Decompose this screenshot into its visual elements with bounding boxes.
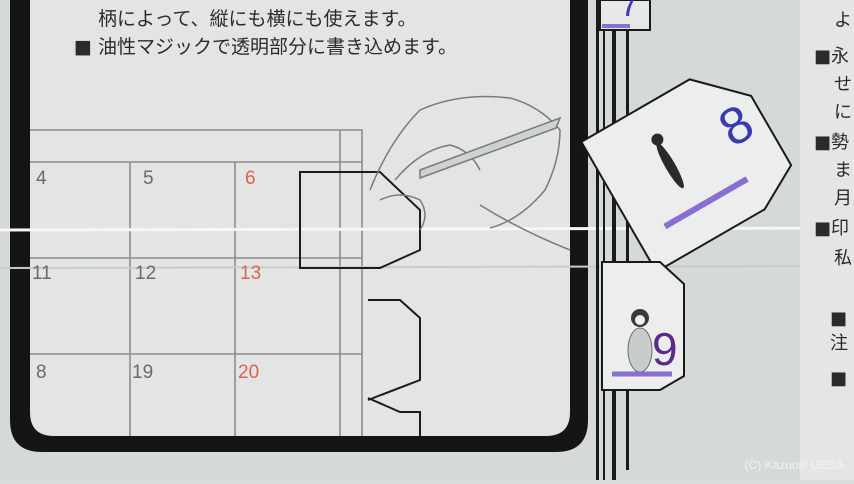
calendar-day: 19: [132, 362, 154, 383]
instruction-line-2: ■ 油性マジックで透明部分に書き込めます。: [74, 36, 458, 58]
right-text: ■注: [830, 308, 848, 354]
calendar-day: 4: [36, 168, 47, 189]
right-text: よ: [834, 10, 852, 31]
right-text: 月: [834, 188, 852, 209]
calendar-day-holiday: 6: [245, 168, 256, 189]
right-text: ■印: [814, 218, 850, 239]
tab-outlines: [299, 171, 421, 436]
calendar-day-holiday: 20: [238, 362, 260, 383]
tab-7-number: 7: [620, 0, 639, 24]
hand-illustration: [369, 95, 571, 251]
right-text: 私: [834, 248, 852, 269]
right-text: ま: [834, 160, 852, 181]
right-text: ■勢: [814, 132, 850, 153]
calendar-day: 12: [135, 263, 157, 284]
calendar-day: 5: [143, 168, 154, 189]
right-text: せ: [834, 74, 852, 95]
right-text: に: [834, 102, 852, 123]
calendar-day-holiday: 13: [240, 263, 262, 284]
tab-9-number: 9: [652, 323, 678, 375]
tab-8-card: [580, 78, 793, 274]
calendar-grid: [30, 129, 363, 436]
right-text: ■: [830, 368, 848, 389]
photo-credit: (C) Kazuoki UEDA: [744, 458, 844, 472]
calendar-day: 8: [36, 362, 47, 383]
instruction-line-1: 柄によって、縦にも横にも使えます。: [98, 8, 417, 30]
right-text: ■永: [814, 46, 850, 67]
calendar-day: 11: [32, 263, 52, 284]
